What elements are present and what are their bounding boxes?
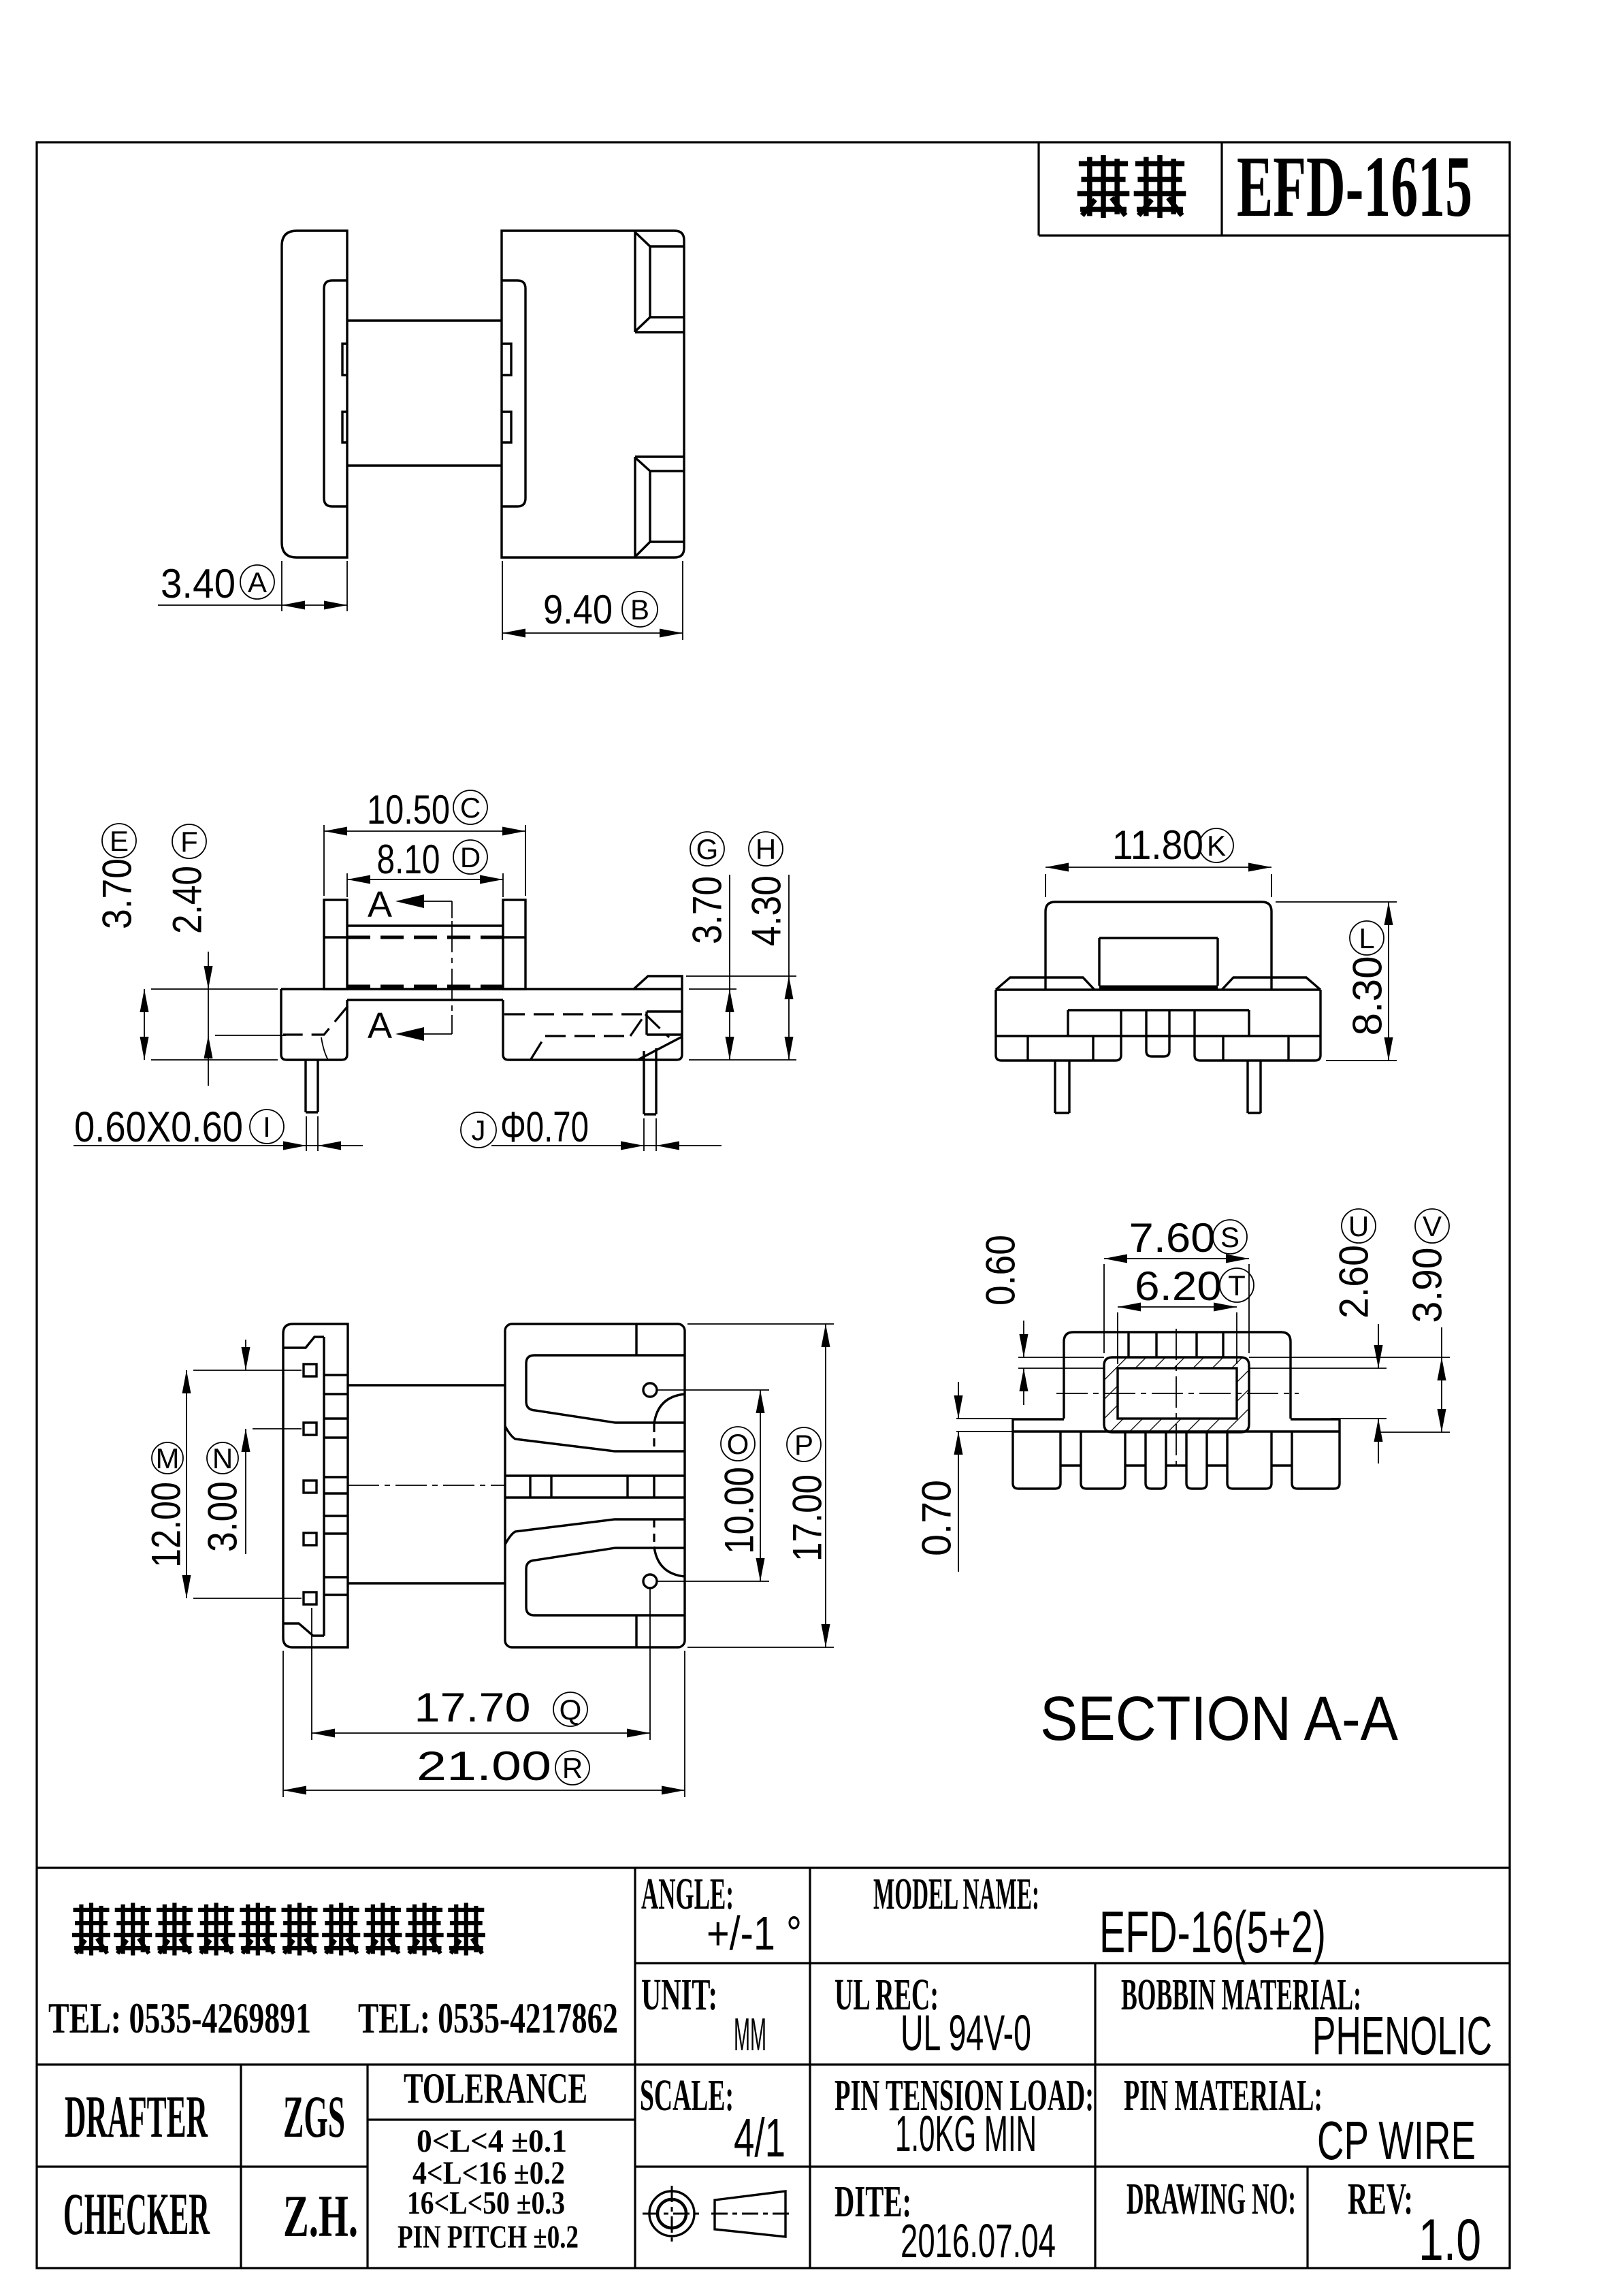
svg-text:8.30: 8.30 bbox=[1345, 956, 1391, 1036]
svg-text:DRAWING NO:: DRAWING NO: bbox=[1127, 2174, 1296, 2224]
svg-text:9.40: 9.40 bbox=[543, 587, 613, 632]
svg-text:S: S bbox=[1220, 1221, 1240, 1253]
svg-text:Φ0.70: Φ0.70 bbox=[500, 1103, 589, 1151]
svg-text:UNIT:: UNIT: bbox=[641, 1970, 717, 2020]
svg-text:BOBBIN MATERIAL:: BOBBIN MATERIAL: bbox=[1121, 1970, 1361, 2020]
svg-text:Q: Q bbox=[560, 1694, 582, 1726]
svg-text:SCALE:: SCALE: bbox=[640, 2071, 734, 2120]
svg-text:6.20: 6.20 bbox=[1135, 1263, 1222, 1309]
svg-text:2.40: 2.40 bbox=[165, 866, 210, 934]
svg-text:A: A bbox=[368, 884, 392, 925]
svg-text:21.00: 21.00 bbox=[417, 1743, 551, 1789]
svg-text:10.50: 10.50 bbox=[367, 787, 450, 832]
svg-text:4.30: 4.30 bbox=[744, 875, 790, 946]
svg-text:V: V bbox=[1423, 1210, 1442, 1242]
svg-text:0<L<4 ±0.1: 0<L<4 ±0.1 bbox=[417, 2123, 567, 2159]
svg-text:TOLERANCE: TOLERANCE bbox=[404, 2064, 587, 2112]
svg-text:A: A bbox=[248, 566, 267, 598]
svg-text:DRAFTER: DRAFTER bbox=[65, 2084, 208, 2150]
svg-text:ZGS: ZGS bbox=[283, 2084, 345, 2150]
svg-text:Z.H.: Z.H. bbox=[283, 2184, 358, 2250]
svg-text:CHECKER: CHECKER bbox=[63, 2182, 210, 2248]
svg-text:ANGLE:: ANGLE: bbox=[641, 1869, 734, 1919]
svg-text:3.70: 3.70 bbox=[95, 858, 140, 929]
svg-text:I: I bbox=[263, 1111, 271, 1143]
svg-text:U: U bbox=[1348, 1210, 1369, 1242]
svg-text:+/-1 °: +/-1 ° bbox=[707, 1907, 802, 1960]
svg-text:0.60X0.60: 0.60X0.60 bbox=[74, 1103, 243, 1151]
svg-text:M: M bbox=[156, 1442, 180, 1474]
svg-text:16<L<50 ±0.3: 16<L<50 ±0.3 bbox=[407, 2185, 565, 2221]
svg-text:SECTION A-A: SECTION A-A bbox=[1040, 1684, 1399, 1753]
svg-text:N: N bbox=[212, 1442, 233, 1474]
svg-text:3.90: 3.90 bbox=[1405, 1248, 1451, 1323]
svg-text:D: D bbox=[460, 841, 481, 873]
svg-text:K: K bbox=[1207, 830, 1226, 862]
svg-text:17.70: 17.70 bbox=[415, 1685, 531, 1730]
svg-text:UL REC:: UL REC: bbox=[835, 1970, 939, 2020]
svg-text:E: E bbox=[110, 825, 129, 857]
svg-text:TEL: 0535-4269891: TEL: 0535-4269891 bbox=[48, 1994, 311, 2042]
svg-text:8.10: 8.10 bbox=[377, 837, 440, 882]
svg-text:3.00: 3.00 bbox=[200, 1481, 246, 1552]
svg-text:C: C bbox=[460, 792, 481, 824]
svg-text:PIN TENSION LOAD:: PIN TENSION LOAD: bbox=[835, 2071, 1094, 2120]
svg-text:TEL: 0535-4217862: TEL: 0535-4217862 bbox=[358, 1994, 618, 2042]
svg-text:PIN PITCH ±0.2: PIN PITCH ±0.2 bbox=[398, 2219, 579, 2255]
svg-text:REV:: REV: bbox=[1348, 2174, 1413, 2224]
svg-text:0.60: 0.60 bbox=[978, 1235, 1024, 1306]
svg-text:A: A bbox=[368, 1005, 392, 1046]
svg-text:CP WIRE: CP WIRE bbox=[1317, 2110, 1476, 2171]
svg-text:G: G bbox=[696, 833, 719, 865]
svg-text:B: B bbox=[630, 594, 649, 626]
svg-text:7.60: 7.60 bbox=[1129, 1215, 1216, 1261]
svg-text:12.00: 12.00 bbox=[144, 1482, 189, 1568]
svg-text:10.00: 10.00 bbox=[717, 1467, 762, 1554]
svg-text:L: L bbox=[1359, 922, 1374, 954]
svg-text:DITE:: DITE: bbox=[835, 2177, 911, 2227]
svg-text:3.70: 3.70 bbox=[685, 876, 730, 944]
svg-text:P: P bbox=[794, 1429, 813, 1461]
svg-text:2.60: 2.60 bbox=[1331, 1245, 1377, 1319]
svg-text:EFD-1615: EFD-1615 bbox=[1237, 138, 1472, 235]
svg-text:MODEL NAME:: MODEL NAME: bbox=[873, 1869, 1039, 1919]
svg-text:4<L<16 ±0.2: 4<L<16 ±0.2 bbox=[412, 2155, 565, 2191]
svg-text:O: O bbox=[727, 1428, 749, 1460]
svg-text:MM: MM bbox=[734, 2009, 766, 2060]
svg-text:R: R bbox=[562, 1752, 583, 1784]
svg-text:EFD-16(5+2): EFD-16(5+2) bbox=[1099, 1900, 1326, 1965]
svg-text:17.00: 17.00 bbox=[785, 1474, 830, 1562]
svg-text:3.40: 3.40 bbox=[161, 561, 236, 607]
svg-text:1.0: 1.0 bbox=[1419, 2208, 1481, 2273]
svg-text:11.80: 11.80 bbox=[1112, 822, 1203, 868]
svg-text:H: H bbox=[756, 833, 776, 865]
svg-text:J: J bbox=[472, 1114, 486, 1146]
svg-text:0.70: 0.70 bbox=[914, 1480, 960, 1556]
svg-text:UL 94V-0: UL 94V-0 bbox=[901, 2005, 1031, 2061]
svg-text:1.0KG MIN: 1.0KG MIN bbox=[895, 2105, 1037, 2162]
svg-text:F: F bbox=[180, 826, 198, 858]
svg-text:PIN MATERIAL:: PIN MATERIAL: bbox=[1124, 2071, 1323, 2120]
svg-text:PHENOLIC: PHENOLIC bbox=[1312, 2005, 1492, 2066]
svg-text:T: T bbox=[1228, 1270, 1246, 1301]
svg-text:4/1: 4/1 bbox=[734, 2107, 785, 2168]
svg-text:2016.07.04: 2016.07.04 bbox=[901, 2214, 1056, 2267]
